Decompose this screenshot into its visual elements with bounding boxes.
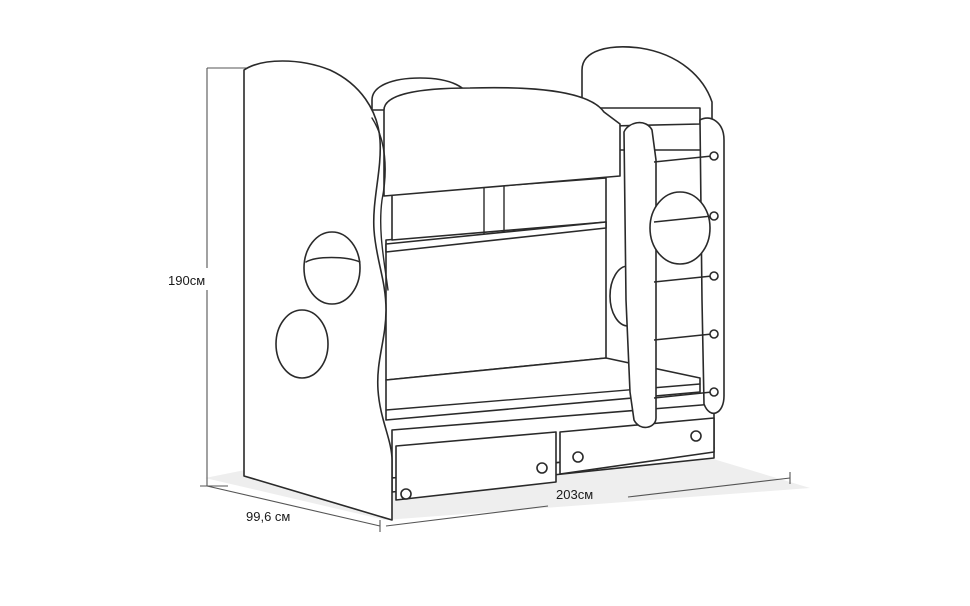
drawer-left — [395, 431, 557, 501]
height-dimension-line — [200, 67, 248, 487]
width-dimension-line — [385, 472, 791, 527]
width-label: 203см — [556, 487, 594, 502]
ladder — [623, 117, 725, 429]
height-label: 190см — [168, 273, 206, 288]
upper-bunk-rail — [383, 86, 621, 197]
depth-label: 99,6 см — [246, 509, 291, 524]
drawer-right — [559, 417, 715, 475]
depth-dimension-line — [206, 485, 381, 532]
left-headboard-panel — [243, 60, 393, 521]
